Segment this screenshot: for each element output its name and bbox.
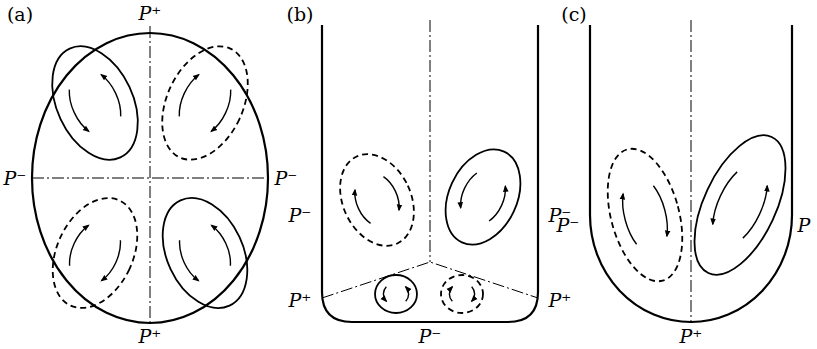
vortex-cell [441,275,483,313]
vortex-outline [145,33,265,174]
vortex-cell [145,33,265,174]
vortex-cell [35,33,155,174]
vortex-cell [326,142,428,258]
symmetry-axis [150,26,151,326]
flow-arrow [489,186,510,223]
pressure-label: P⁻ [555,215,582,236]
pressure-label: P [796,215,813,236]
pressure-label: P⁻ [287,205,314,226]
pressure-label: P⁺ [678,326,705,347]
flow-arrow [211,90,235,134]
vortex-outline [676,122,805,288]
vortex-cell [375,275,417,313]
vortex-cell [431,137,535,256]
vortex-cell [36,184,154,321]
flow-arrow [351,190,371,225]
pressure-label: P⁻ [417,326,444,347]
symmetry-axis [322,262,538,298]
panel-label: (b) [285,4,316,25]
vortex-outline [36,184,154,321]
flow-arrow [102,240,126,283]
panel-label: (a) [5,4,35,25]
flow-arrow [406,287,409,302]
vortex-cell [676,122,805,288]
vortex-outline [441,275,483,313]
panel-label: (c) [559,4,588,25]
flow-arrow [175,240,199,283]
flow-arrow [212,223,236,266]
vortex-outline [431,137,535,256]
flow-arrow [65,90,89,134]
flow-arrow [653,185,671,237]
flow-arrow [383,175,403,210]
pressure-label: P⁺ [547,290,574,311]
flow-arrow [619,194,637,246]
flow-arrow [743,186,772,240]
symmetry-axis [691,20,692,322]
flow-arrow [708,170,737,224]
flow-arrow [175,72,199,116]
flow-arrow [101,72,125,116]
pressure-label: P⁺ [287,290,314,311]
vortex-outline [595,141,696,290]
vortex-outline [146,184,264,321]
flow-arrow [65,223,89,266]
symmetry-axis [430,20,431,262]
flow-arrow [472,287,475,302]
flow-arrow [456,171,477,208]
flow-arrow [449,287,452,302]
vortex-outline [35,33,155,174]
flow-arrow [383,287,386,302]
pressure-label: P⁺ [137,326,164,347]
vortex-outline [326,142,428,258]
symmetry-axis [32,178,268,179]
pressure-label: P⁺ [137,3,164,24]
pressure-label: P⁻ [273,168,300,189]
vortex-cell [146,184,264,321]
pressure-label: P⁻ [2,168,29,189]
vortex-cell [595,141,696,290]
vortex-outline [375,275,417,313]
